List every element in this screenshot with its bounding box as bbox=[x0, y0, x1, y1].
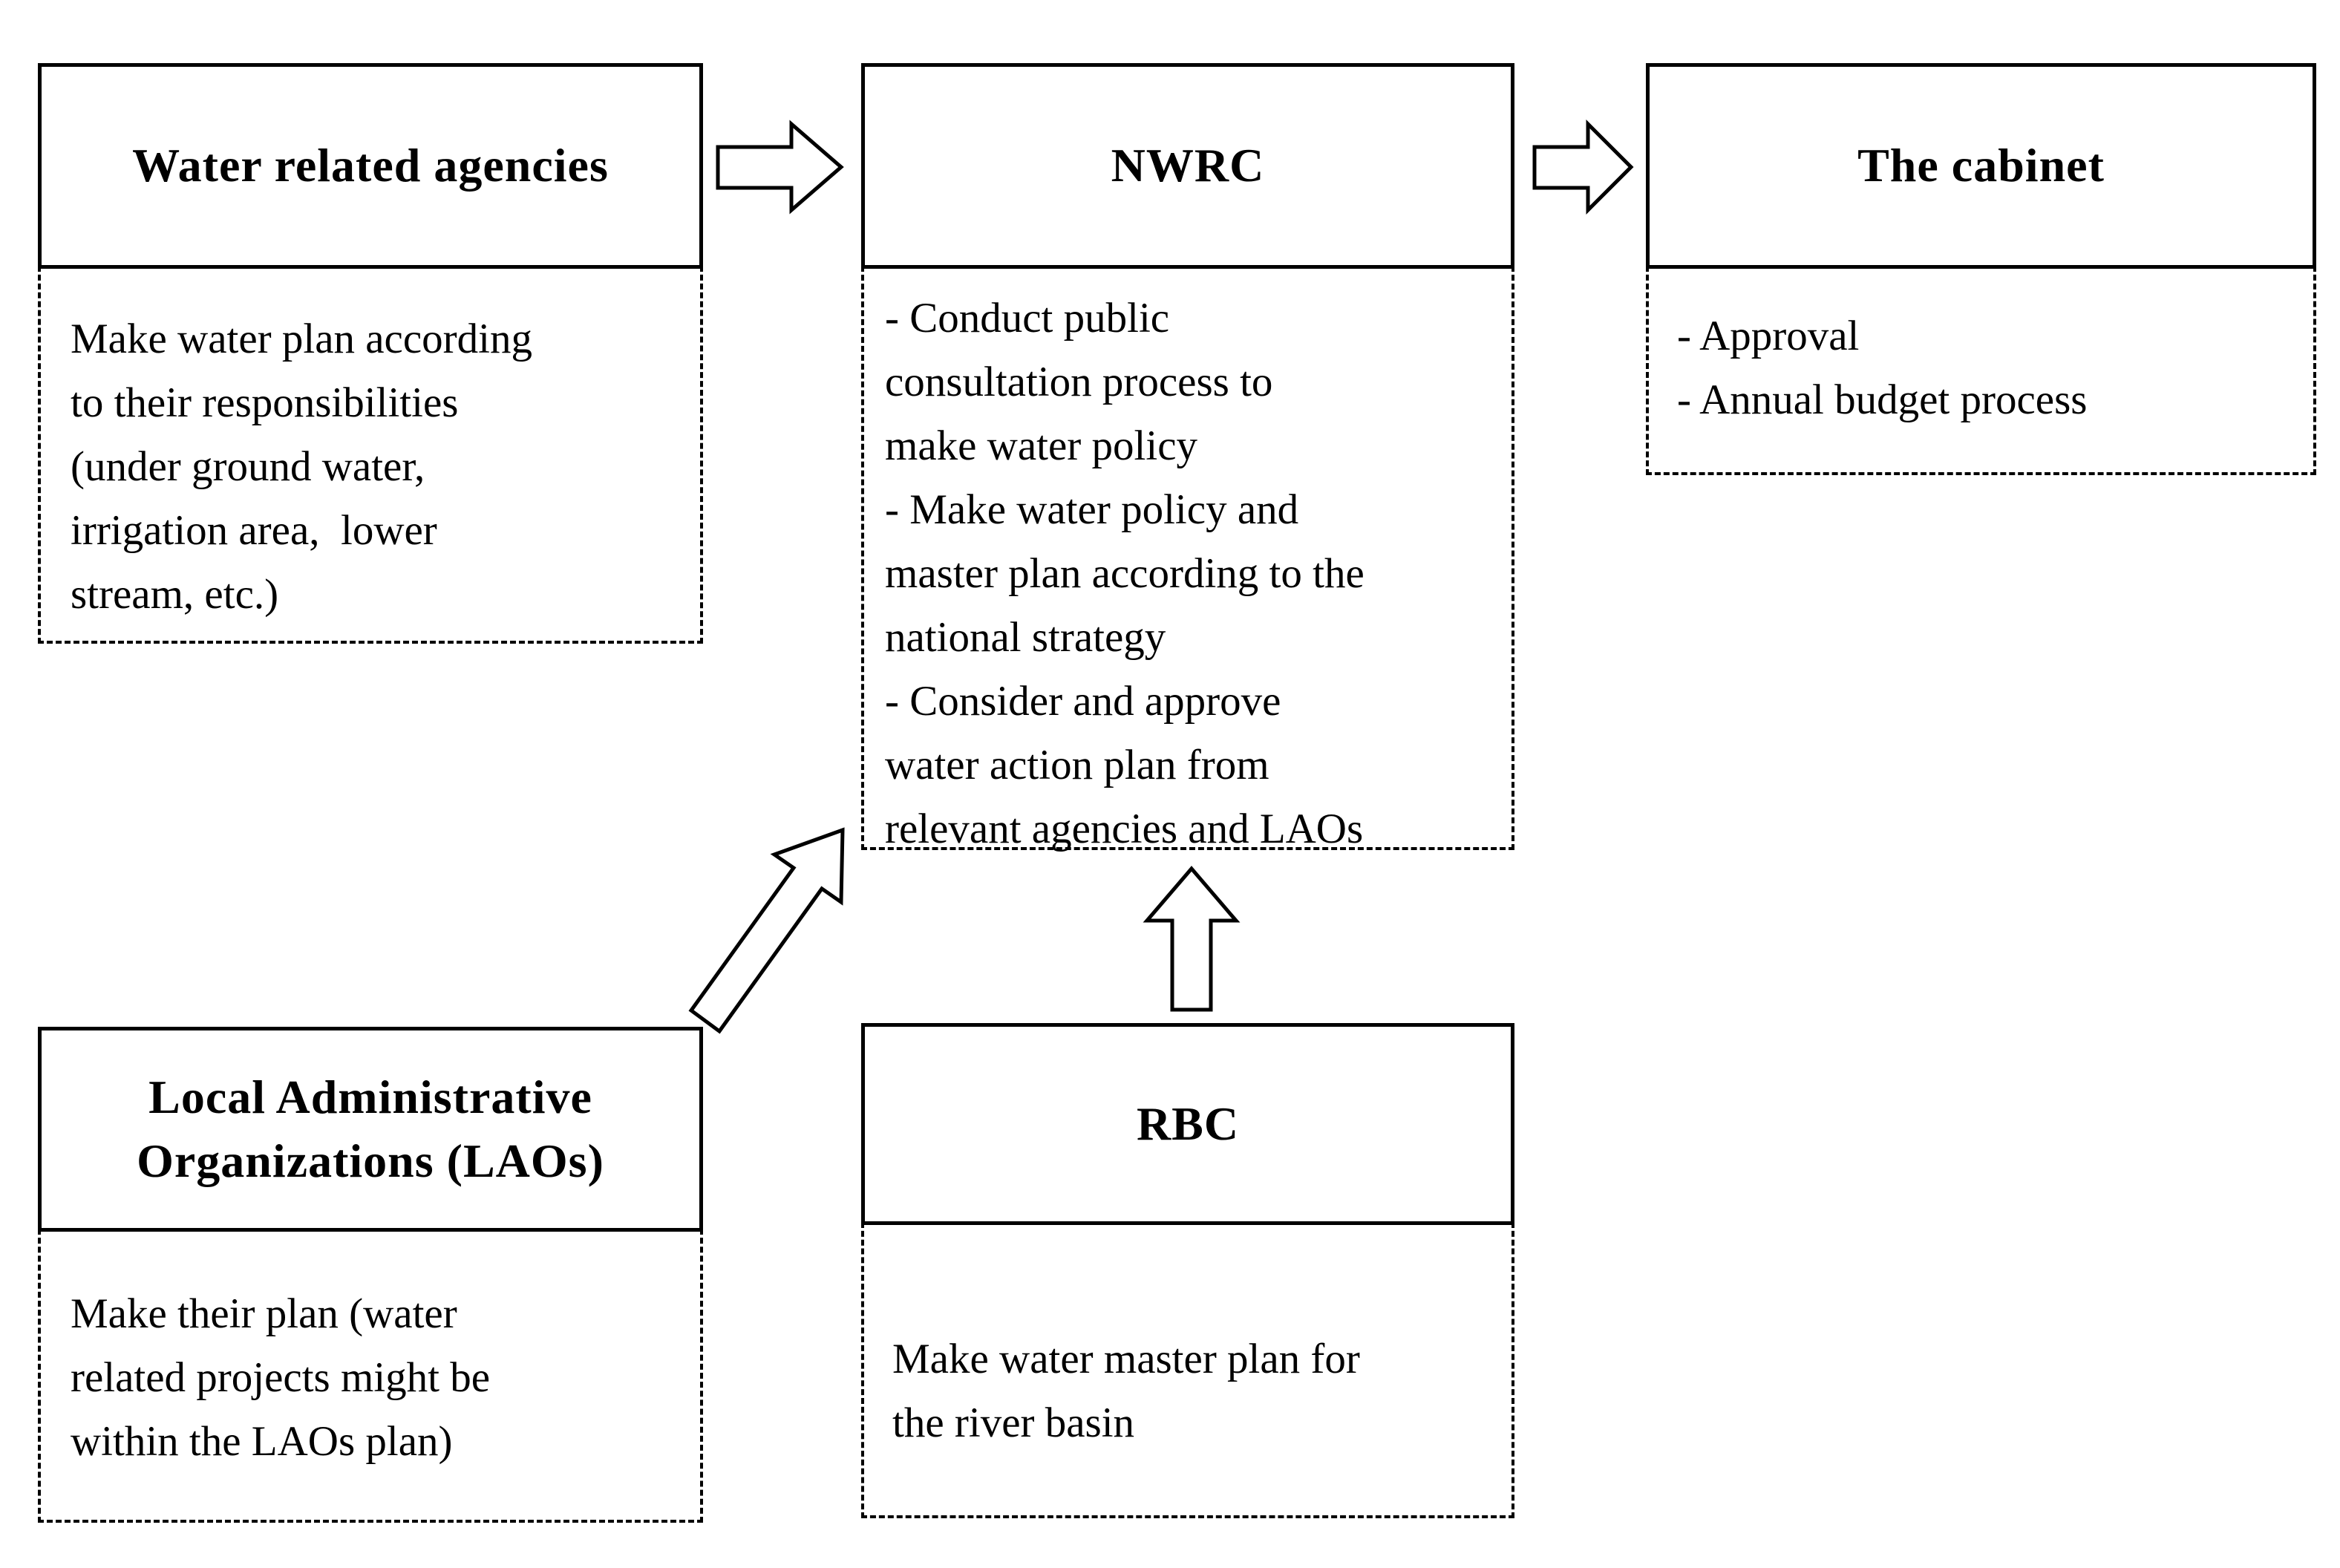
water-agencies-title-box: Water related agencies bbox=[38, 63, 703, 269]
water-agencies-description-box: Make water plan according to their respo… bbox=[38, 266, 703, 644]
laos-description-box: Make their plan (water related projects … bbox=[38, 1229, 703, 1523]
arrow-laos-to-nwrc-icon bbox=[688, 827, 845, 1034]
water-agencies-title: Water related agencies bbox=[132, 139, 609, 192]
laos-title-box: Local Administrative Organizations (LAOs… bbox=[38, 1027, 703, 1232]
laos-title: Local Administrative Organizations (LAOs… bbox=[137, 1070, 604, 1187]
cabinet-description-box: - Approval - Annual budget process bbox=[1646, 266, 2316, 475]
arrow-water-agencies-to-nwrc-icon bbox=[716, 120, 844, 215]
nwrc-description-box: - Conduct public consultation process to… bbox=[861, 266, 1514, 852]
rbc-title-box: RBC bbox=[861, 1023, 1514, 1225]
nwrc-title-box: NWRC bbox=[861, 63, 1514, 269]
rbc-title: RBC bbox=[1136, 1097, 1240, 1150]
arrow-rbc-to-nwrc-icon bbox=[1143, 866, 1241, 1012]
arrow-nwrc-to-cabinet-icon bbox=[1532, 119, 1634, 215]
nwrc-title: NWRC bbox=[1111, 139, 1265, 192]
cabinet-title: The cabinet bbox=[1857, 139, 2105, 192]
rbc-description-box: Make water master plan for the river bas… bbox=[861, 1222, 1514, 1518]
cabinet-title-box: The cabinet bbox=[1646, 63, 2316, 269]
